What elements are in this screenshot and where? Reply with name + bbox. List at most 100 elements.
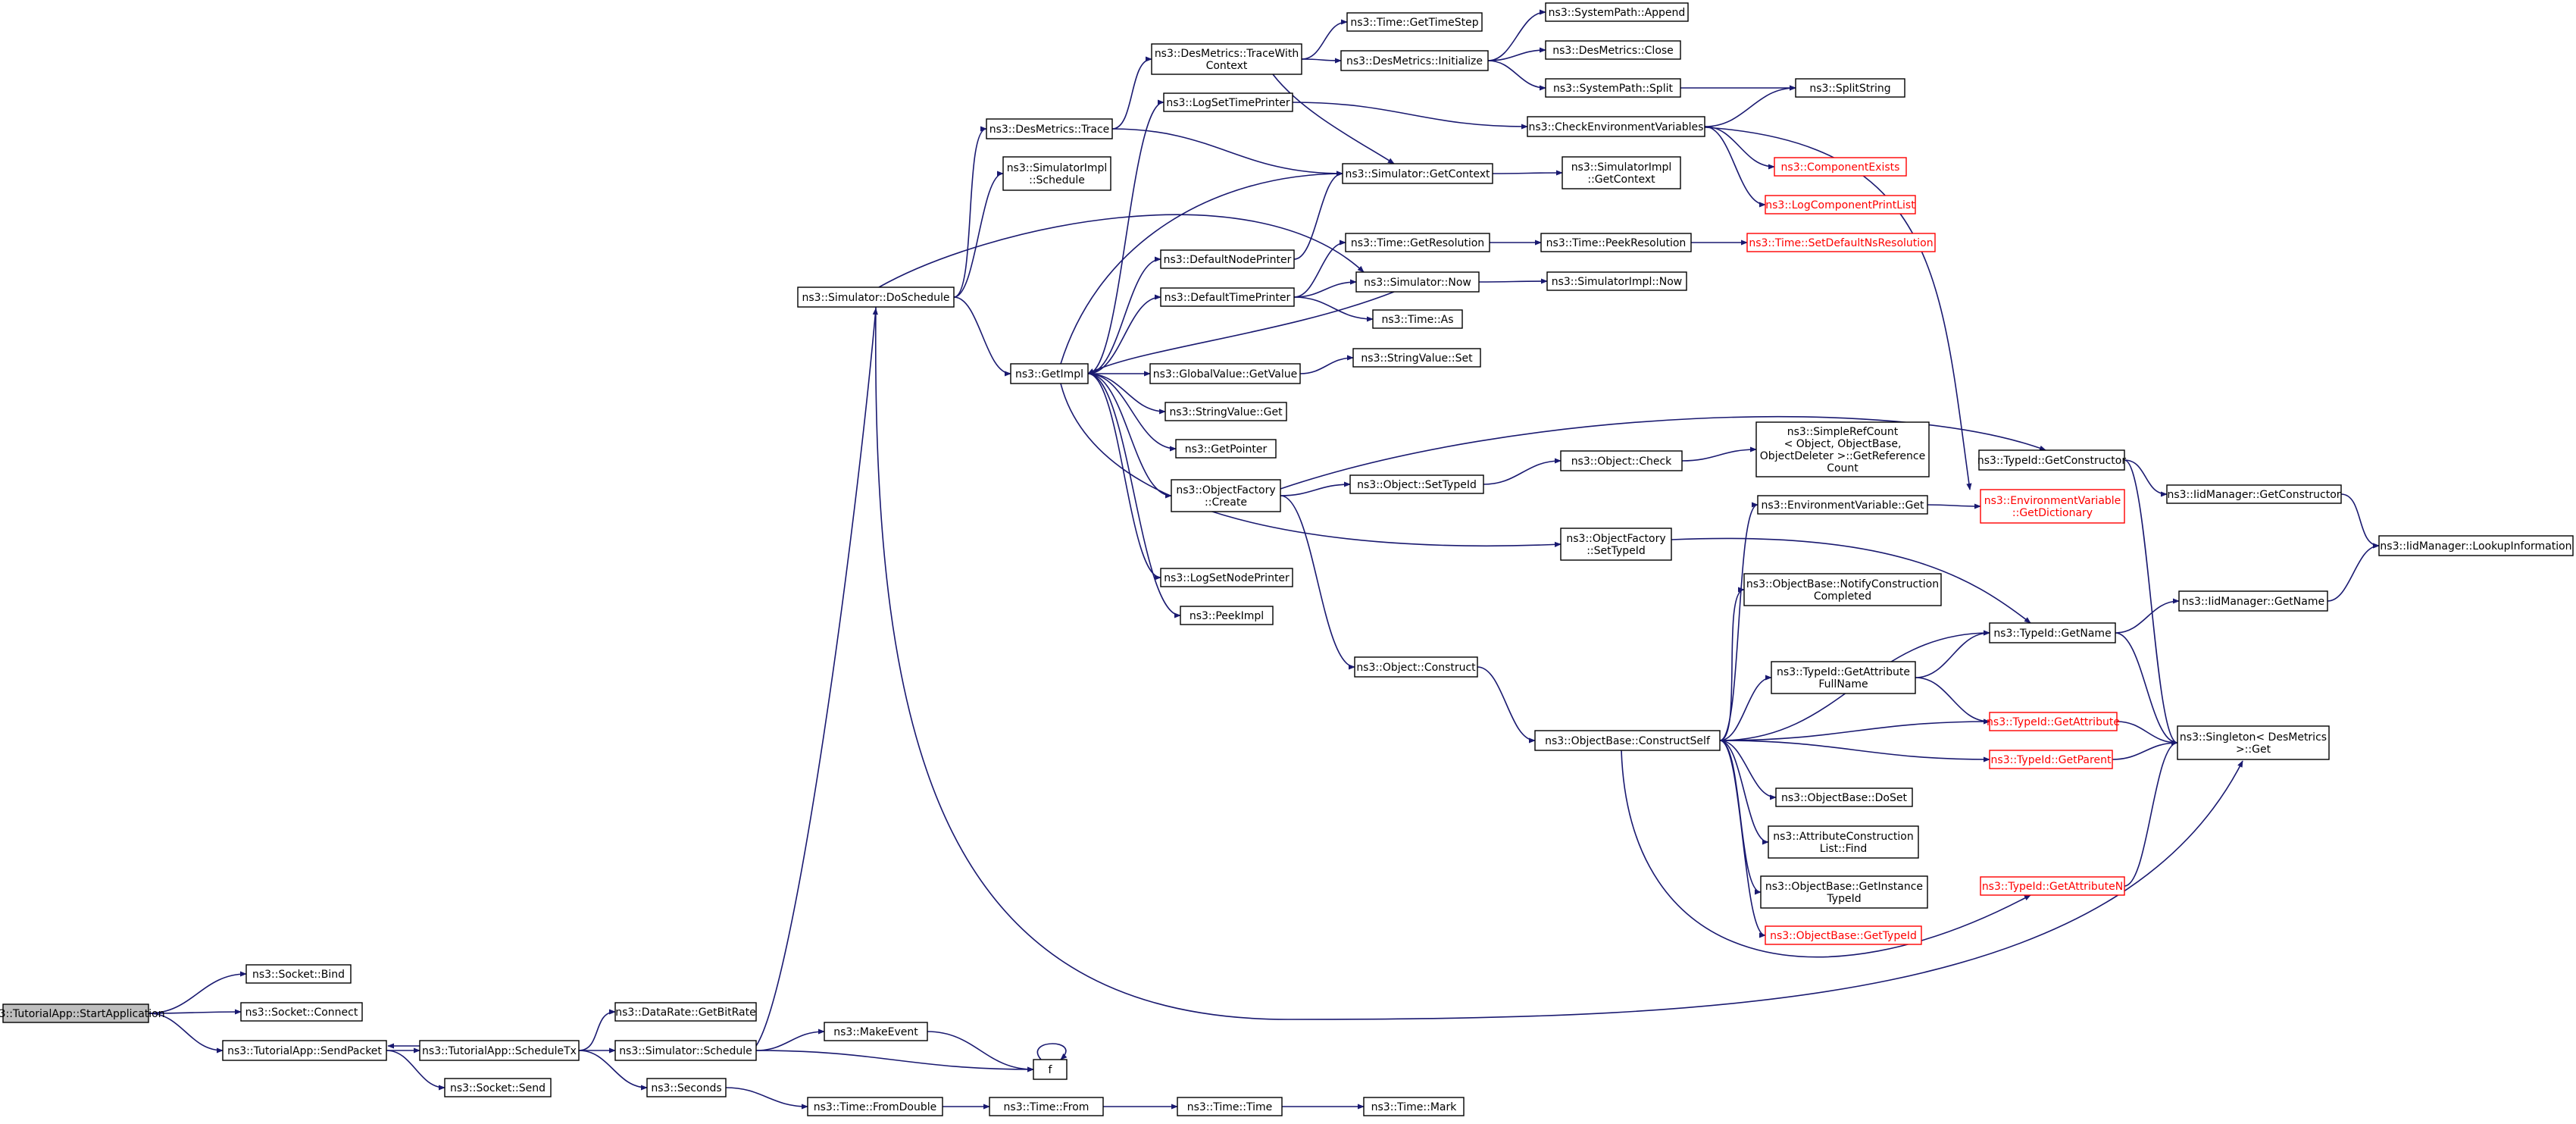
node-objsettypeid[interactable]: ns3::Object::SetTypeId: [1349, 474, 1484, 494]
node-objconstruct[interactable]: ns3::Object::Construct: [1354, 656, 1478, 678]
node-setdefaultnsres[interactable]: ns3::Time::SetDefaultNsResolution: [1746, 233, 1936, 252]
node-svget[interactable]: ns3::StringValue::Get: [1165, 402, 1287, 421]
node-lookupinfo[interactable]: ns3::IidManager::LookupInformation: [2378, 535, 2574, 556]
node-logsettimeprinter[interactable]: ns3::LogSetTimePrinter: [1163, 92, 1293, 112]
node-schedule[interactable]: ns3::Simulator::Schedule: [614, 1040, 757, 1061]
edge-scheduletx-to-seconds: [578, 1050, 648, 1091]
node-connect[interactable]: ns3::Socket::Connect: [240, 1002, 363, 1022]
edge-doschedule-to-getimpl: [953, 296, 1011, 377]
edge-tigetattribute-to-singletonget: [2116, 721, 2178, 746]
edge-checkenv-to-envgetdict: [1666, 125, 1972, 490]
node-envgetdict[interactable]: ns3::EnvironmentVariable::GetDictionary: [1980, 489, 2125, 524]
node-label: ns3::Time::SetDefaultNsResolution: [1749, 237, 1933, 249]
edge-scheduletx-to-getbitrate: [578, 1009, 616, 1051]
edge-ofcreate-to-objconstruct: [1280, 495, 1355, 670]
node-box: [1980, 489, 2125, 524]
node-tigetattributen[interactable]: ns3::TypeId::GetAttributeN: [1980, 876, 2125, 896]
node-box: [1755, 421, 1930, 477]
node-sendpacket[interactable]: ns3::TutorialApp::SendPacket: [222, 1040, 387, 1061]
node-f[interactable]: f: [1033, 1059, 1068, 1080]
node-implnow[interactable]: ns3::SimulatorImpl::Now: [1546, 271, 1687, 291]
node-label: ns3::SystemPath::Append: [1549, 7, 1686, 19]
node-scheduletx[interactable]: ns3::TutorialApp::ScheduleTx: [419, 1040, 580, 1061]
node-iidgetname[interactable]: ns3::IidManager::GetName: [2178, 590, 2328, 612]
node-label: ns3::ObjectBase::DoSet: [1781, 792, 1907, 804]
node-doschedule[interactable]: ns3::Simulator::DoSchedule: [797, 286, 955, 308]
node-ofsettypeid[interactable]: ns3::ObjectFactory::SetTypeId: [1560, 528, 1672, 561]
edge-ofsettypeid-to-tigetname: [1671, 537, 2031, 624]
node-from[interactable]: ns3::Time::From: [989, 1097, 1104, 1116]
node-box: [1033, 1059, 1068, 1080]
node-singletonget[interactable]: ns3::Singleton< DesMetrics>::Get: [2177, 725, 2330, 760]
node-obdoset[interactable]: ns3::ObjectBase::DoSet: [1775, 787, 1913, 807]
node-implschedule[interactable]: ns3::SimulatorImpl::Schedule: [1002, 156, 1111, 191]
node-seconds[interactable]: ns3::Seconds: [646, 1078, 727, 1097]
node-ofcreate[interactable]: ns3::ObjectFactory::Create: [1171, 479, 1281, 512]
node-iidgetconstructor[interactable]: ns3::IidManager::GetConstructor: [2166, 484, 2342, 504]
node-timetime[interactable]: ns3::Time::Time: [1177, 1097, 1283, 1116]
node-logcomponentprintlist[interactable]: ns3::LogComponentPrintList: [1765, 195, 1916, 214]
edge-tigetname-to-iidgetname: [2115, 598, 2180, 634]
node-peekimpl[interactable]: ns3::PeekImpl: [1180, 606, 1274, 625]
node-simnow[interactable]: ns3::Simulator::Now: [1355, 271, 1480, 293]
edge-seconds-to-fromdouble: [725, 1087, 808, 1110]
node-envget[interactable]: ns3::EnvironmentVariable::Get: [1757, 495, 1928, 515]
node-box: [1002, 156, 1111, 191]
edge-getattrfullname-to-tigetname: [1915, 630, 1990, 678]
node-label: ns3::Socket::Bind: [252, 969, 345, 981]
node-gvgetvalue[interactable]: ns3::GlobalValue::GetValue: [1149, 363, 1301, 384]
node-box: [1771, 661, 1916, 694]
node-obgettypeid[interactable]: ns3::ObjectBase::GetTypeId: [1765, 925, 1922, 945]
edge-start-to-connect: [148, 1009, 242, 1015]
node-svset[interactable]: ns3::StringValue::Set: [1352, 348, 1481, 368]
node-tigetattribute[interactable]: ns3::TypeId::GetAttribute: [1987, 712, 2120, 731]
node-mark[interactable]: ns3::Time::Mark: [1363, 1097, 1465, 1116]
node-getimpl[interactable]: ns3::GetImpl: [1010, 363, 1089, 384]
node-checkenv[interactable]: ns3::CheckEnvironmentVariables: [1527, 116, 1705, 137]
node-getconstructor[interactable]: ns3::TypeId::GetConstructor: [1977, 449, 2126, 471]
node-obconstructself[interactable]: ns3::ObjectBase::ConstructSelf: [1534, 730, 1721, 751]
node-bind[interactable]: ns3::Socket::Bind: [245, 964, 352, 984]
node-timeas[interactable]: ns3::Time::As: [1372, 309, 1463, 329]
node-getresolution[interactable]: ns3::Time::GetResolution: [1345, 233, 1490, 252]
node-defaultnodeprinter[interactable]: ns3::DefaultNodePrinter: [1160, 249, 1295, 269]
node-box: [1540, 233, 1692, 252]
node-notifyconstruction[interactable]: ns3::ObjectBase::NotifyConstructionCompl…: [1743, 573, 1942, 606]
node-box: [1534, 730, 1721, 751]
node-logsetnodeprinter[interactable]: ns3::LogSetNodePrinter: [1160, 568, 1293, 587]
node-box: [1349, 474, 1484, 494]
node-peekresolution[interactable]: ns3::Time::PeekResolution: [1540, 233, 1692, 252]
node-desinit[interactable]: ns3::DesMetrics::Initialize: [1340, 50, 1489, 71]
node-spsplit[interactable]: ns3::SystemPath::Split: [1545, 78, 1681, 98]
node-gettimestep[interactable]: ns3::Time::GetTimeStep: [1346, 12, 1483, 32]
node-simplerefcount[interactable]: ns3::SimpleRefCount< Object, ObjectBase,…: [1755, 421, 1930, 477]
node-defaulttimeprinter[interactable]: ns3::DefaultTimePrinter: [1160, 287, 1295, 307]
node-splitstring[interactable]: ns3::SplitString: [1795, 78, 1905, 98]
node-componentexists[interactable]: ns3::ComponentExists: [1774, 157, 1907, 177]
node-label: ns3::LogSetNodePrinter: [1164, 572, 1290, 584]
node-tigetparent[interactable]: ns3::TypeId::GetParent: [1989, 750, 2113, 769]
node-makeevent[interactable]: ns3::MakeEvent: [824, 1022, 928, 1041]
node-label: ns3::IidManager::LookupInformation: [2380, 540, 2571, 553]
edge-getimpl-to-getcontext: [1060, 171, 1343, 365]
node-label: ns3::TutorialApp::StartApplication: [0, 1008, 165, 1020]
edge-tracewith-to-desinit: [1301, 58, 1342, 64]
node-destrace[interactable]: ns3::DesMetrics::Trace: [986, 118, 1113, 139]
node-fromdouble[interactable]: ns3::Time::FromDouble: [807, 1097, 943, 1116]
node-objcheck[interactable]: ns3::Object::Check: [1560, 450, 1683, 471]
node-implgetcontext[interactable]: ns3::SimulatorImpl::GetContext: [1562, 156, 1681, 189]
node-getpointer[interactable]: ns3::GetPointer: [1175, 439, 1277, 459]
edges-layer: [148, 9, 2380, 1110]
node-getcontext[interactable]: ns3::Simulator::GetContext: [1342, 163, 1493, 184]
node-getbitrate[interactable]: ns3::DataRate::GetBitRate: [614, 1002, 757, 1022]
node-spappend[interactable]: ns3::SystemPath::Append: [1545, 2, 1689, 22]
node-tigetname[interactable]: ns3::TypeId::GetName: [1989, 622, 2116, 643]
node-label: ns3::Time::PeekResolution: [1546, 237, 1687, 249]
node-start[interactable]: ns3::TutorialApp::StartApplication: [0, 1003, 165, 1023]
node-socksend[interactable]: ns3::Socket::Send: [444, 1078, 552, 1097]
node-desclose[interactable]: ns3::DesMetrics::Close: [1545, 40, 1681, 60]
